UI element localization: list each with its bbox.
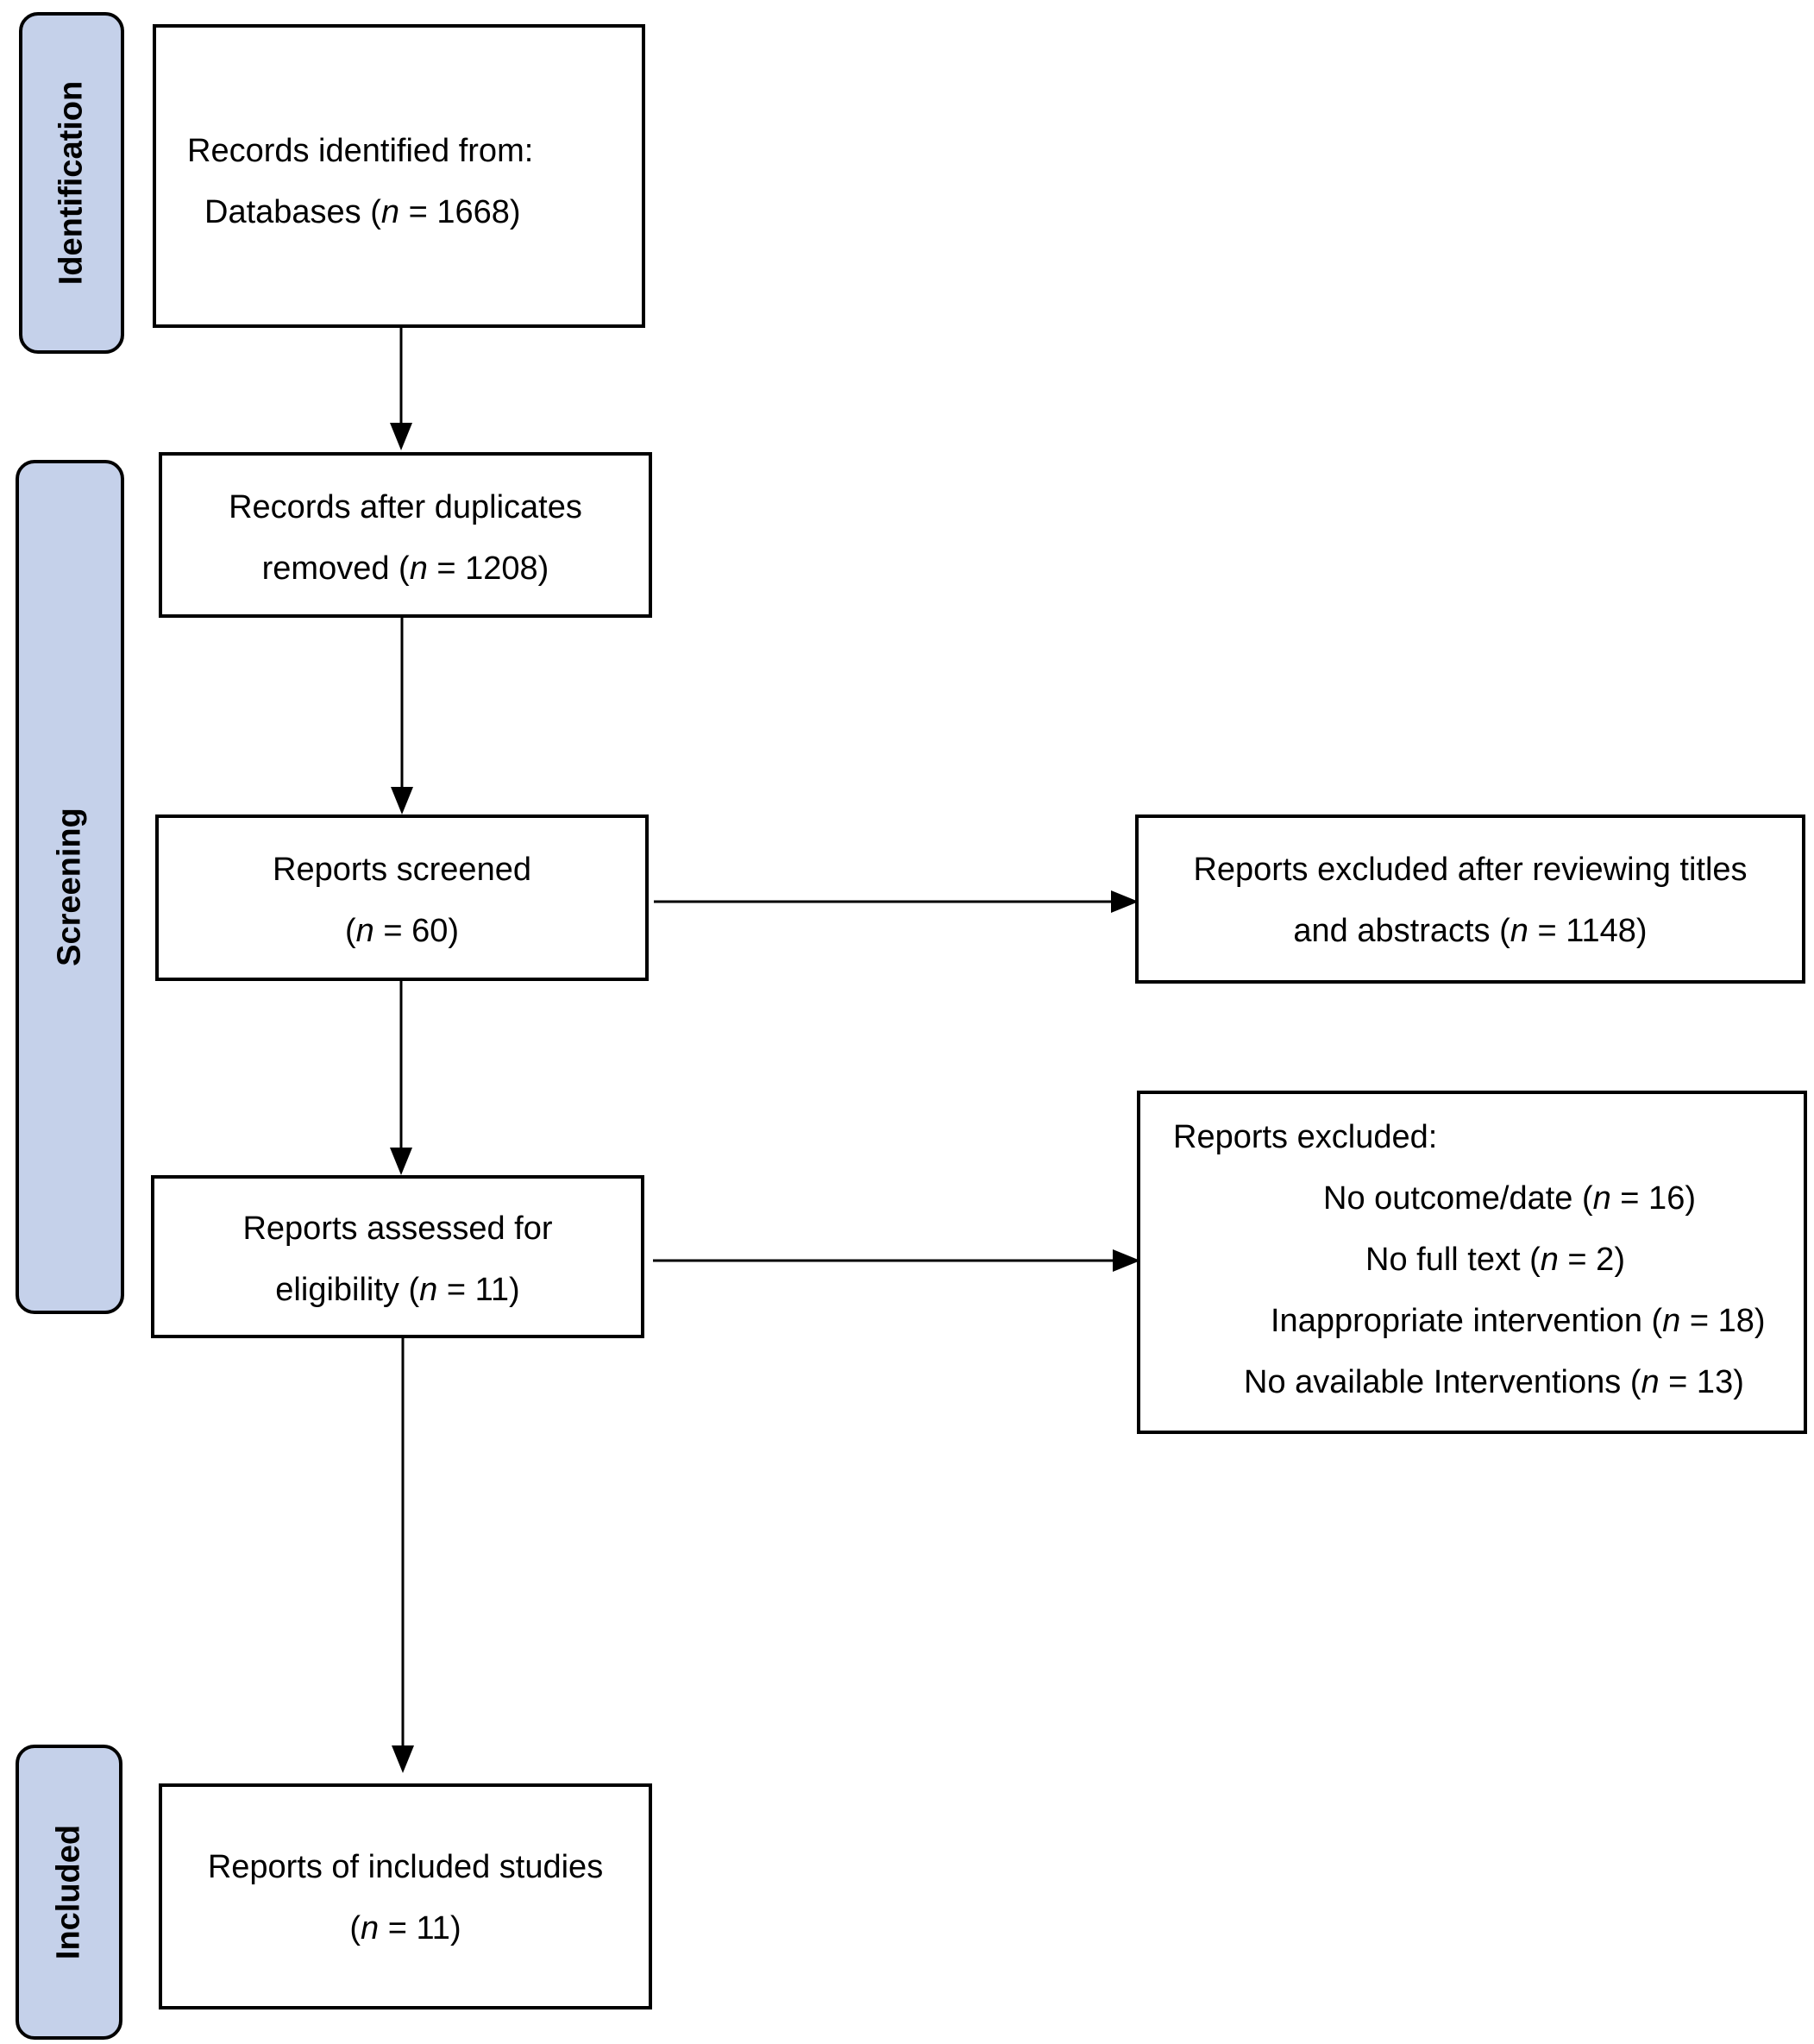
- assessed-eligibility-heading: Reports assessed for: [242, 1211, 553, 1247]
- arrowhead-screened-to-excluded: [1111, 890, 1139, 913]
- arrowhead-duplicates-to-screened: [391, 787, 413, 814]
- after-duplicates-box: Records after duplicates removed (n = 12…: [159, 452, 652, 618]
- assessed-eligibility-box: Reports assessed for eligibility (n = 11…: [151, 1175, 644, 1338]
- included-studies-count: (n = 11): [349, 1910, 461, 1947]
- records-identified-count: Databases (n = 1668): [204, 194, 521, 230]
- excluded-reasons-heading: Reports excluded:: [1173, 1119, 1438, 1155]
- excluded-reasons-box: Reports excluded: No outcome/date (n = 1…: [1137, 1091, 1807, 1434]
- reports-screened-heading: Reports screened: [273, 852, 531, 888]
- arrowhead-assessed-to-excluded: [1113, 1249, 1140, 1272]
- reports-screened-count: (n = 60): [344, 913, 460, 949]
- reports-screened-box: Reports screened (n = 60): [155, 814, 649, 981]
- after-duplicates-count: removed (n = 1208): [261, 550, 549, 587]
- excluded-reason-item: No full text (n = 2): [1365, 1242, 1625, 1278]
- arrowhead-assessed-to-included: [392, 1745, 414, 1773]
- excluded-reason-item: Inappropriate intervention (n = 18): [1271, 1303, 1766, 1339]
- stage-included: Included: [16, 1745, 122, 2040]
- included-studies-box: Reports of included studies (n = 11): [159, 1783, 652, 2009]
- excluded-reason-item: No available Interventions (n = 13): [1244, 1364, 1744, 1400]
- stage-identification: Identification: [19, 12, 124, 354]
- excluded-titles-count: and abstracts (n = 1148): [1293, 913, 1648, 949]
- after-duplicates-heading: Records after duplicates: [229, 489, 582, 525]
- records-identified-box: Records identified from: Databases (n = …: [153, 24, 645, 328]
- included-studies-heading: Reports of included studies: [207, 1849, 604, 1885]
- excluded-reason-item: No outcome/date (n = 16): [1323, 1180, 1696, 1217]
- arrowhead-screened-to-assessed: [390, 1148, 412, 1175]
- records-identified-heading: Records identified from:: [187, 133, 534, 169]
- arrowhead-identified-to-duplicates: [390, 423, 412, 450]
- stage-screening: Screening: [16, 460, 124, 1314]
- excluded-titles-box: Reports excluded after reviewing titles …: [1135, 814, 1805, 984]
- excluded-titles-heading: Reports excluded after reviewing titles: [1193, 852, 1748, 888]
- assessed-eligibility-count: eligibility (n = 11): [275, 1272, 520, 1308]
